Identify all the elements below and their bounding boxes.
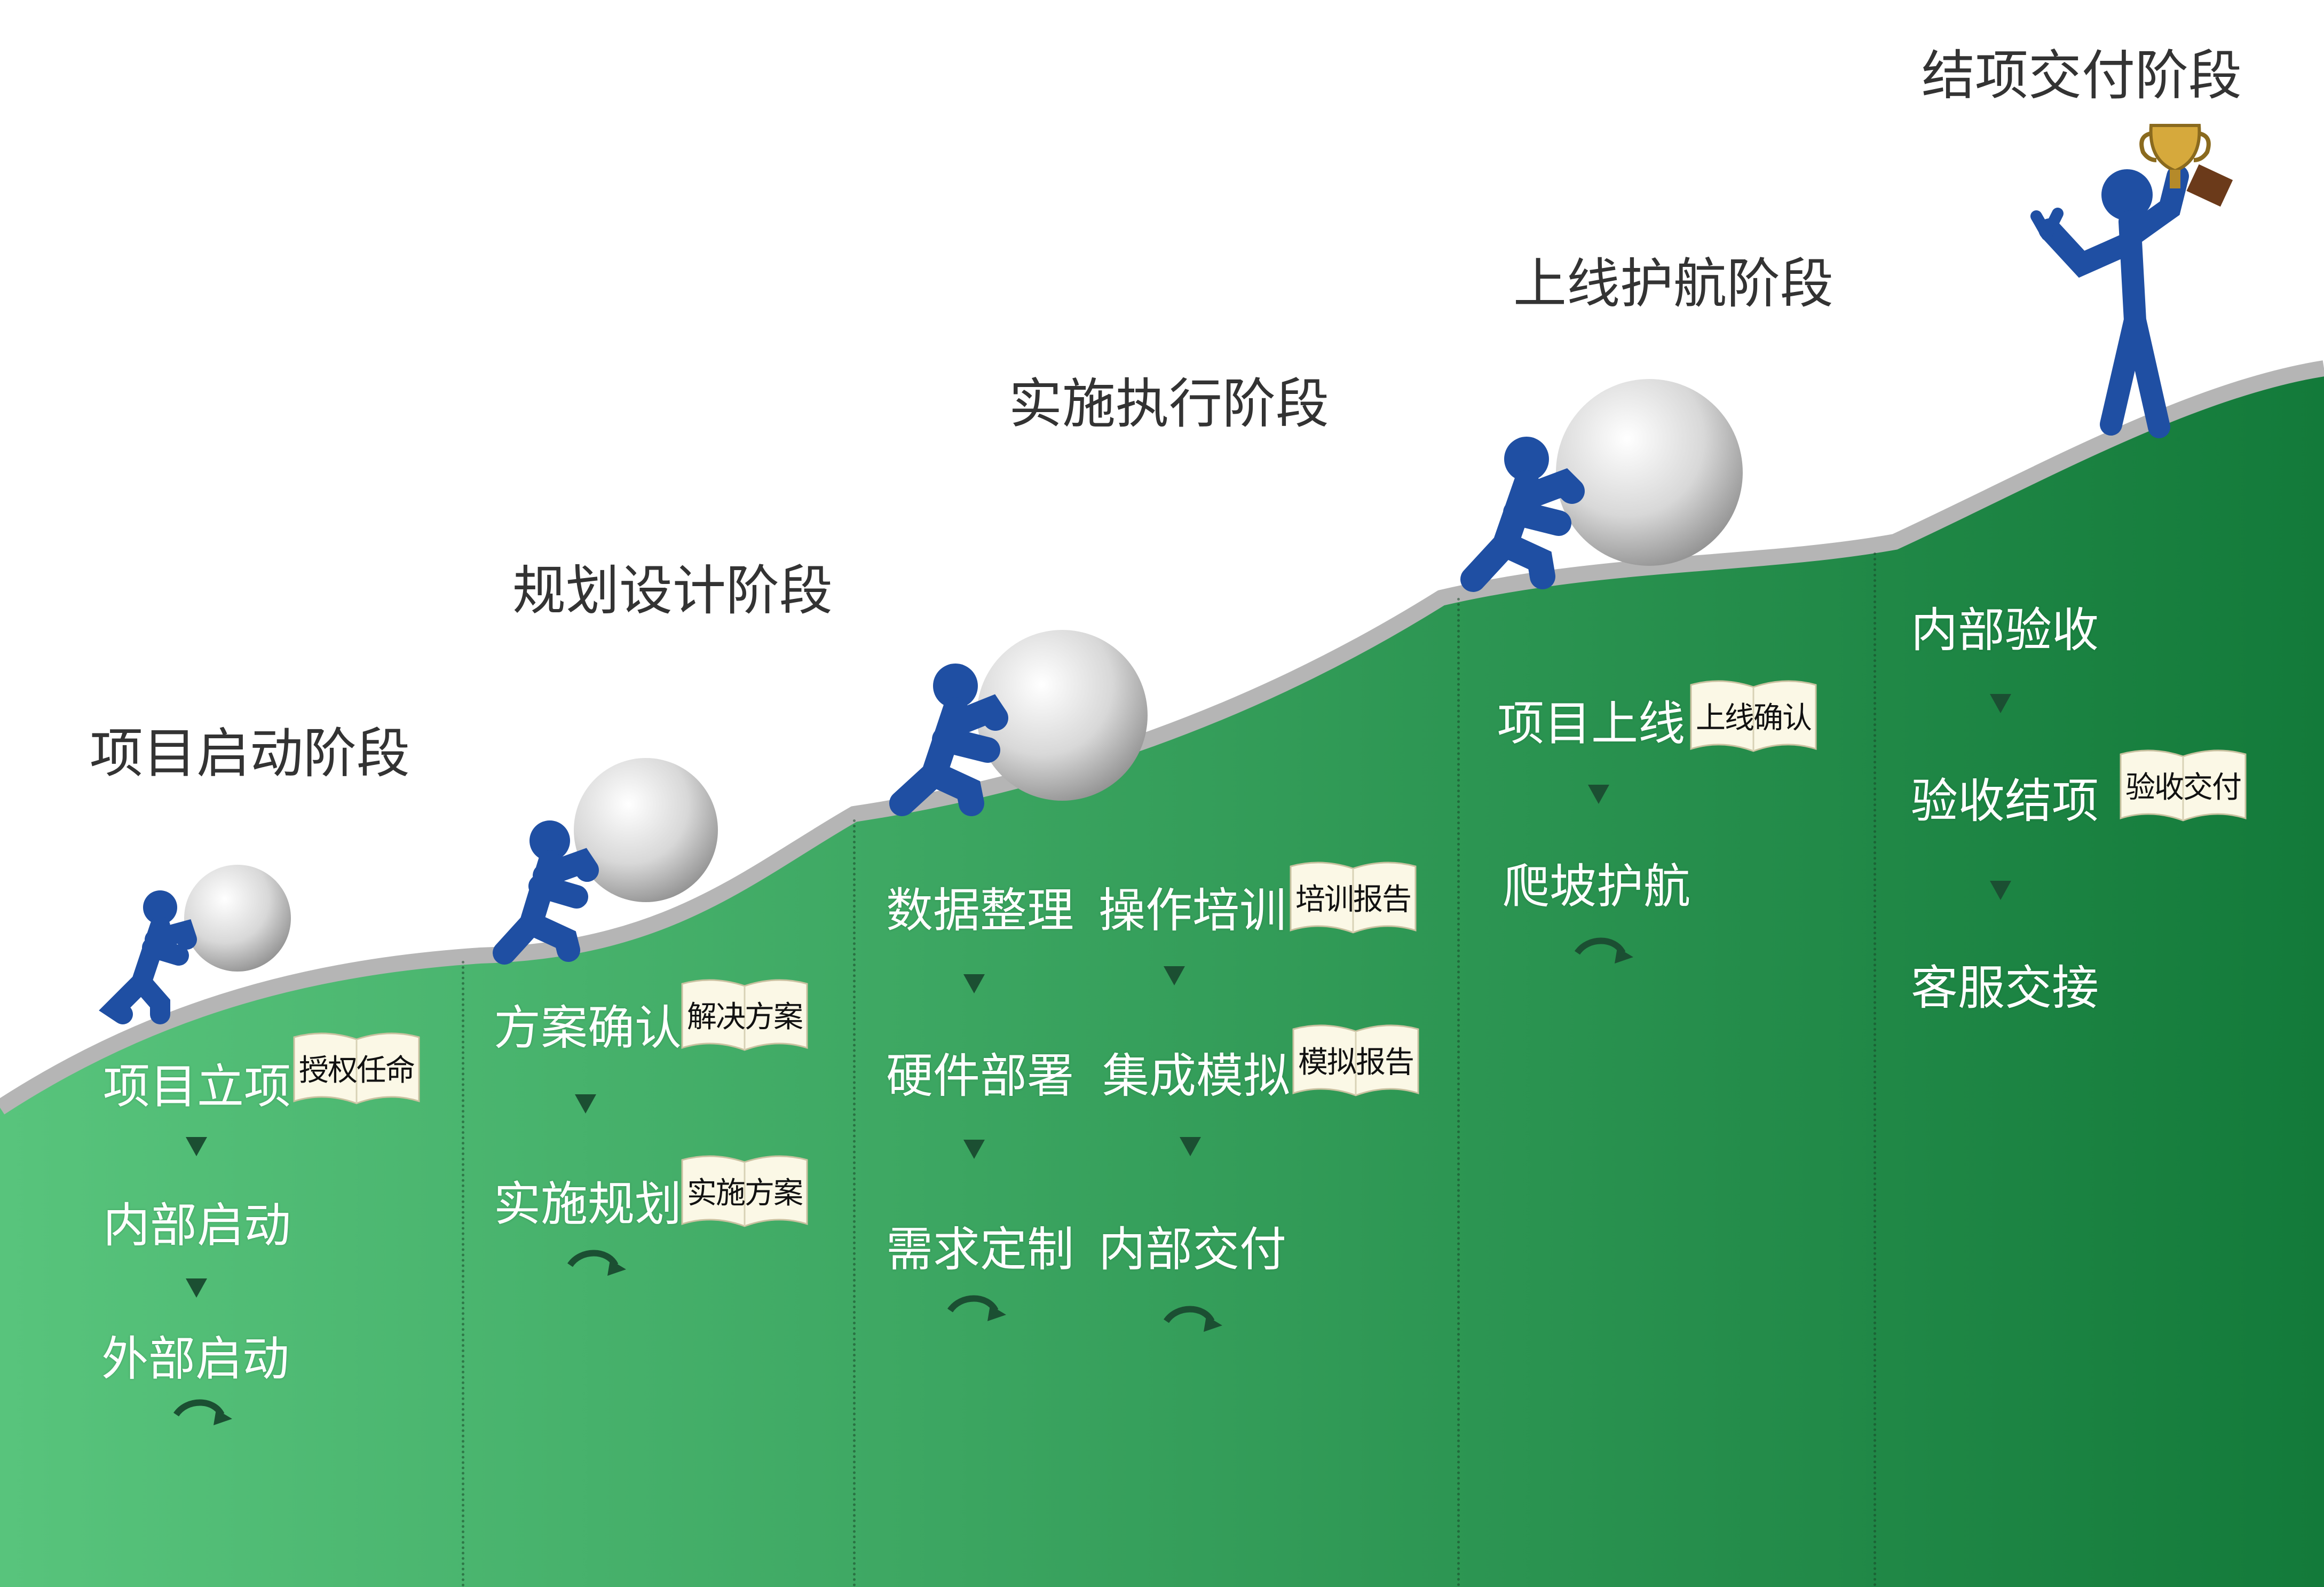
triangle-down-icon (1990, 694, 2011, 713)
triangle-down-icon (1180, 1137, 1201, 1156)
step-solution-confirmation: 方案确认 (494, 1000, 682, 1055)
open-book-icon (1292, 1024, 1419, 1096)
document-label: 模拟报告 (1298, 1045, 1414, 1080)
open-book-icon (1690, 680, 1817, 752)
step-rampup-support: 爬坡护航 (1503, 859, 1691, 914)
step-external-kickoff: 外部启动 (101, 1331, 290, 1386)
curved-return-arrow-icon (1164, 1306, 1222, 1332)
document-solution: 解决方案 (678, 974, 811, 1054)
document-label: 上线确认 (1696, 700, 1812, 736)
triangle-down-icon (186, 1137, 207, 1156)
document-label: 解决方案 (687, 999, 803, 1035)
step-project-initiation: 项目立项 (103, 1059, 291, 1114)
step-customer-service-handover: 客服交接 (1911, 960, 2099, 1015)
phase-title-start: 项目启动阶段 (90, 722, 410, 785)
document-label: 培训报告 (1295, 882, 1412, 917)
curved-return-arrow-icon (173, 1399, 232, 1425)
step-project-golive: 项目上线 (1497, 696, 1686, 751)
step-integration-simulation: 集成模拟 (1102, 1048, 1291, 1103)
phase-title-execution: 实施执行阶段 (1009, 373, 1329, 435)
step-implementation-planning: 实施规划 (494, 1177, 682, 1231)
step-internal-acceptance: 内部验收 (1911, 603, 2099, 658)
document-label: 验收交付 (2125, 770, 2242, 805)
document-golive-confirmation: 上线确认 (1687, 675, 1820, 755)
step-operation-training: 操作培训 (1098, 883, 1287, 938)
open-book-icon (681, 979, 808, 1051)
phase-divider (462, 961, 464, 1587)
phase-title-planning: 规划设计阶段 (512, 559, 833, 622)
triangle-down-icon (963, 974, 985, 993)
triangle-down-icon (963, 1140, 985, 1159)
document-implementation-plan: 实施方案 (678, 1150, 811, 1230)
triangle-down-icon (1588, 785, 1609, 804)
phase-title-delivery: 结项交付阶段 (1922, 44, 2242, 107)
trophy-icon (2139, 124, 2233, 207)
curved-return-arrow-icon (1575, 937, 1633, 964)
stick-figure-pushing-ball-icon (99, 865, 291, 1024)
document-training-report: 培训报告 (1286, 857, 1420, 937)
document-simulation-report: 模拟报告 (1289, 1020, 1422, 1100)
step-data-preparation: 数据整理 (886, 883, 1074, 938)
open-book-icon (1290, 862, 1417, 934)
document-authorization: 授权任命 (290, 1028, 423, 1108)
document-label: 实施方案 (687, 1175, 803, 1211)
phase-divider (1874, 552, 1876, 1587)
stick-figure-trophy-icon (2030, 124, 2233, 438)
stick-figure-pushing-ball-icon (493, 758, 718, 965)
phase-divider (1457, 598, 1460, 1587)
step-internal-kickoff: 内部启动 (103, 1198, 291, 1253)
step-acceptance-closure: 验收结项 (1911, 773, 2099, 828)
step-requirement-customization: 需求定制 (886, 1222, 1074, 1277)
phase-title-golive: 上线护航阶段 (1513, 252, 1833, 315)
triangle-down-icon (186, 1278, 207, 1298)
curved-return-arrow-icon (947, 1295, 1006, 1321)
phase-divider (853, 819, 856, 1587)
open-book-icon (2120, 749, 2247, 822)
triangle-down-icon (575, 1094, 596, 1114)
document-label: 授权任命 (299, 1053, 415, 1088)
stick-figure-pushing-ball-icon (889, 630, 1148, 816)
triangle-down-icon (1990, 881, 2011, 900)
open-book-icon (681, 1155, 808, 1227)
hill-fill (0, 368, 2324, 1587)
step-internal-delivery: 内部交付 (1098, 1222, 1287, 1277)
triangle-down-icon (1164, 966, 1185, 985)
curved-return-arrow-icon (567, 1250, 626, 1276)
open-book-icon (293, 1032, 420, 1104)
stick-figure-pushing-ball-icon (1460, 379, 1743, 592)
step-hardware-deployment: 硬件部署 (886, 1048, 1074, 1103)
document-acceptance-delivery: 验收交付 (2116, 745, 2250, 825)
